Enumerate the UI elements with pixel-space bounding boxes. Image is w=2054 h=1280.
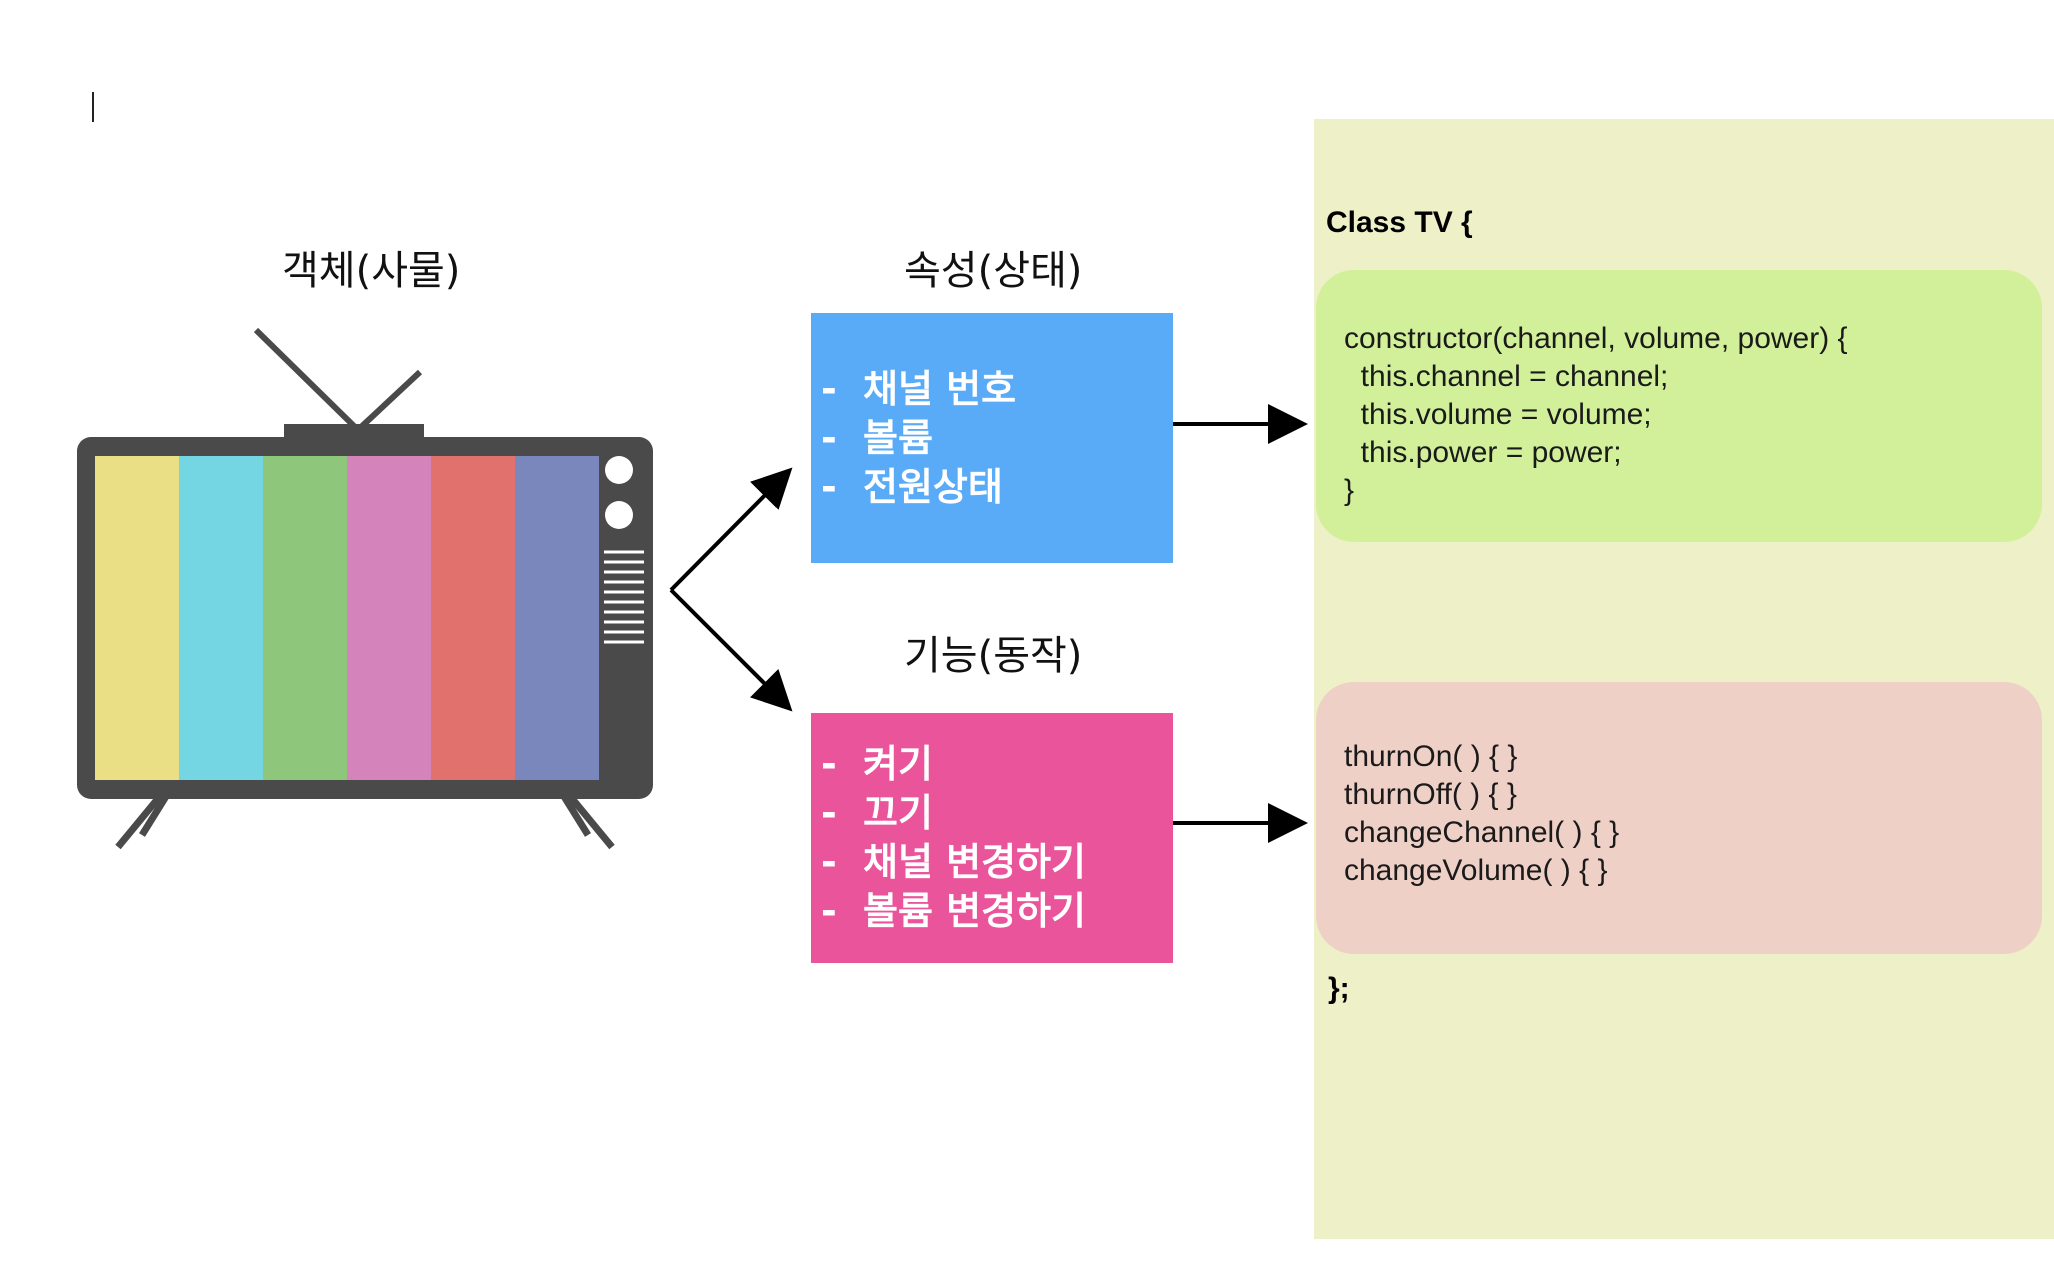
tv-leg-right-1 [562,787,615,850]
list-item: -끄기 [821,789,1173,838]
function-item-on: 켜기 [863,742,933,786]
tv-knob-top [605,456,633,484]
tv-screen [95,456,599,780]
tv-color-bar [263,456,347,780]
bullet-dash: - [821,366,837,411]
antenna-right [357,369,423,431]
tv-color-bar [95,456,179,780]
function-heading: 기능(동작) [904,633,1083,679]
object-heading: 객체(사물) [282,248,461,294]
bullet-dash: - [821,791,837,835]
list-item: -켜기 [821,740,1173,789]
attribute-box: -채널 번호 -볼륨 -전원상태 [811,313,1173,563]
function-item-change-volume: 볼륨 변경하기 [863,889,1086,933]
bullet-dash: - [821,464,837,509]
class-close: }; [1328,972,1350,1005]
list-item: -전원상태 [821,463,1173,512]
tv-color-bar [347,456,431,780]
function-item-change-channel: 채널 변경하기 [863,840,1086,884]
tv-color-bar [179,456,263,780]
bullet-dash: - [821,840,837,884]
code-line: this.power = power; [1344,436,1622,469]
attribute-heading: 속성(상태) [904,248,1083,294]
text-cursor [92,92,94,122]
methods-block: thurnOn( ) { } thurnOff( ) { } changeCha… [1316,682,2042,954]
bullet-dash: - [821,415,837,460]
arrow-to-functions [669,588,793,712]
tv-color-bar [515,456,599,780]
constructor-block: constructor(channel, volume, power) { th… [1316,270,2042,542]
function-box: -켜기 -끄기 -채널 변경하기 -볼륨 변경하기 [811,713,1173,963]
class-declaration: Class TV { [1326,206,1473,239]
function-item-off: 끄기 [863,791,933,835]
code-line: constructor(channel, volume, power) { [1344,322,1848,355]
code-line: thurnOff( ) { } [1344,778,1517,811]
list-item: -볼륨 변경하기 [821,887,1173,936]
arrow-to-attributes [669,467,793,592]
attribute-item-volume: 볼륨 [863,415,933,460]
tv-speaker-grille [604,550,644,644]
antenna-left [253,327,359,431]
attribute-item-power: 전원상태 [863,464,1003,509]
code-line: changeVolume( ) { } [1344,854,1608,887]
code-line: this.volume = volume; [1344,398,1652,431]
code-line: changeChannel( ) { } [1344,816,1620,849]
code-line: thurnOn( ) { } [1344,740,1518,773]
bullet-dash: - [821,742,837,786]
code-line: this.channel = channel; [1344,360,1669,393]
list-item: -채널 번호 [821,365,1173,414]
tv-leg-left-1 [115,787,168,850]
tv-color-bar [431,456,515,780]
list-item: -볼륨 [821,414,1173,463]
list-item: -채널 변경하기 [821,838,1173,887]
bullet-dash: - [821,889,837,933]
attribute-item-channel: 채널 번호 [863,366,1017,411]
tv-knob-bottom [605,501,633,529]
code-line: } [1344,474,1355,507]
